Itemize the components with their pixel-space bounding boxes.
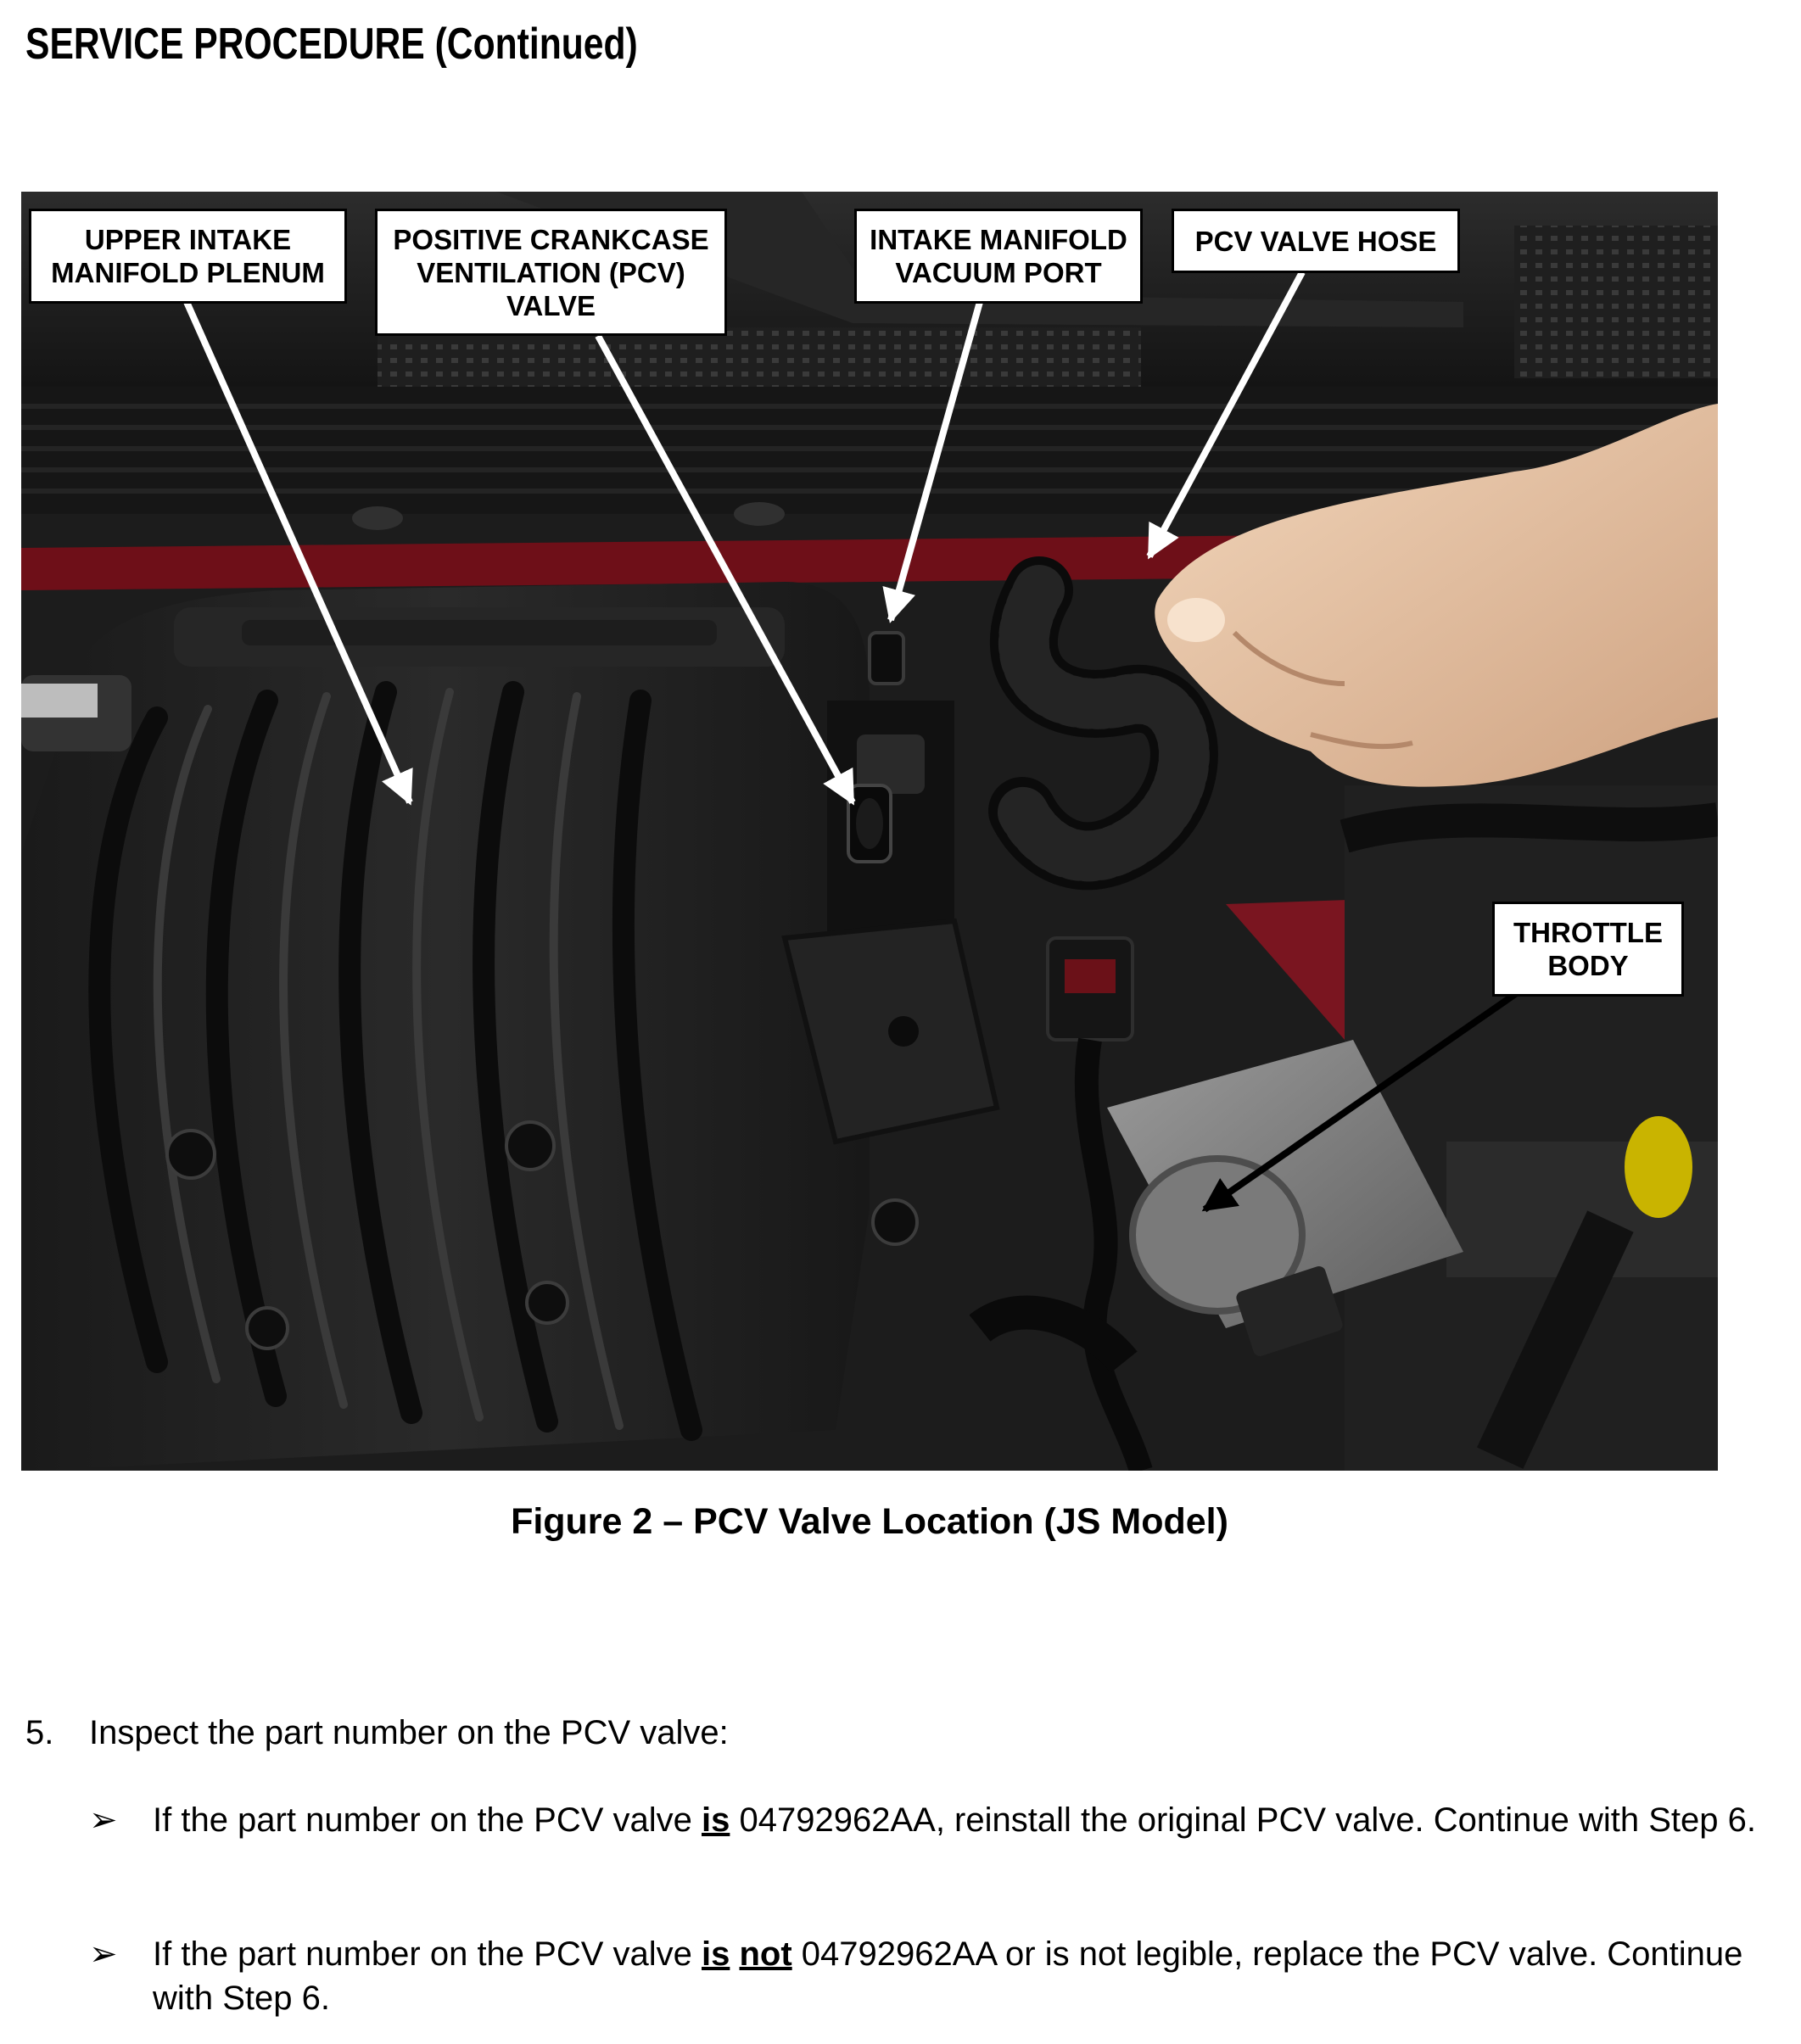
emphasis-is: is [702,1801,730,1839]
bullet-replace-text: If the part number on the PCV valve is n… [153,1935,1743,2017]
emphasis-is: is [702,1935,730,1973]
arrow-pcv-hose [1146,271,1306,560]
callout-pcv-valve: POSITIVE CRANKCASE VENTILATION (PCV) VAL… [375,209,727,336]
arrow-upper-intake [183,300,413,806]
step-5: 5. Inspect the part number on the PCV val… [25,1712,729,1754]
callout-throttle-body: THROTTLE BODY [1492,902,1684,997]
arrow-vacuum-port [882,300,983,623]
arrow-pcv-valve [595,334,856,806]
callout-upper-intake-manifold-plenum: UPPER INTAKE MANIFOLD PLENUM [29,209,347,304]
engine-photo-figure: UPPER INTAKE MANIFOLD PLENUM POSITIVE CR… [21,192,1718,1471]
step-number: 5. [25,1714,54,1751]
callout-intake-manifold-vacuum-port: INTAKE MANIFOLD VACUUM PORT [854,209,1143,304]
bullet-arrow-icon: ➢ [89,1935,118,1973]
callout-arrows [183,271,1525,1213]
bullet-reinstall-text: If the part number on the PCV valve is 0… [153,1801,1756,1839]
emphasis-not: not [739,1935,792,1973]
figure-caption: Figure 2 – PCV Valve Location (JS Model) [511,1501,1228,1542]
page-title: SERVICE PROCEDURE (Continued) [25,20,638,69]
bullet-arrow-icon: ➢ [89,1801,118,1839]
bullet-replace: ➢ If the part number on the PCV valve is… [89,1932,1794,2020]
bullet-reinstall: ➢ If the part number on the PCV valve is… [89,1798,1794,1842]
arrow-throttle-body [1201,986,1525,1213]
callout-pcv-valve-hose: PCV VALVE HOSE [1172,209,1460,273]
step-text: Inspect the part number on the PCV valve… [89,1714,729,1751]
